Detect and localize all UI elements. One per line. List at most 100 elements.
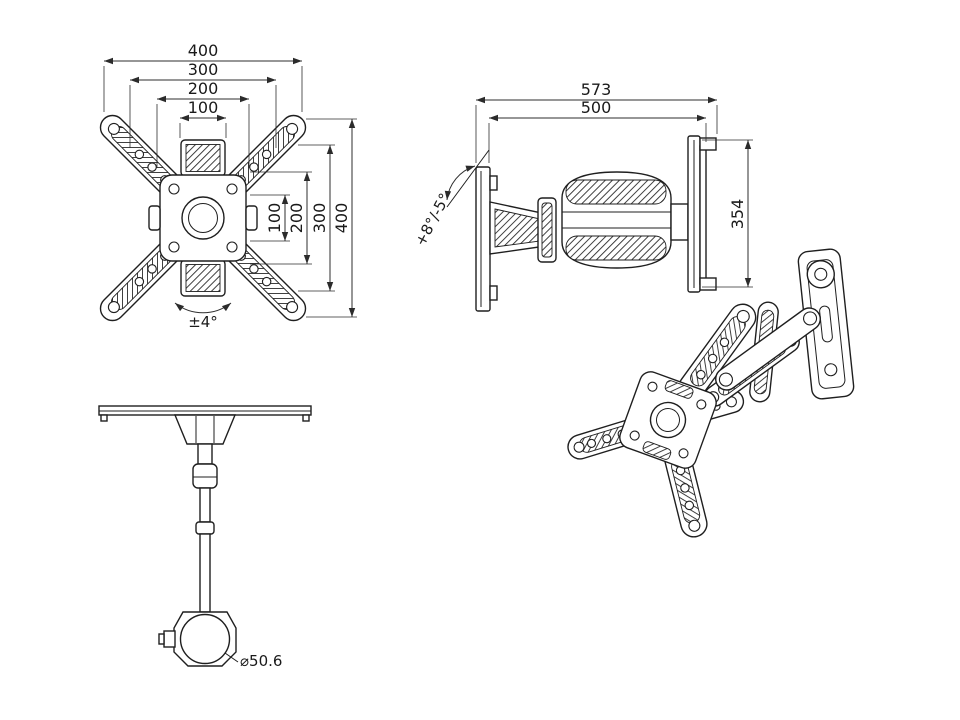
plate-corner-hole xyxy=(168,241,180,253)
support-bracket xyxy=(173,414,237,445)
arm-body-hatch-top xyxy=(565,179,667,205)
iso-link-upper xyxy=(715,307,821,391)
iso-view xyxy=(567,248,855,538)
arm-hole xyxy=(134,149,145,160)
plate-corner-hole xyxy=(678,448,689,459)
wall-plate-hole xyxy=(824,363,838,377)
arm-body-hatch-bottom xyxy=(565,235,667,261)
plate-hatch xyxy=(642,441,672,460)
arm-end-hole xyxy=(736,309,750,323)
plate-right-ear xyxy=(245,205,258,231)
dim-label-573: 573 xyxy=(581,80,612,99)
plate-corner-hole xyxy=(629,430,640,441)
dim-h-100: 100 xyxy=(179,98,227,138)
dim-v-400: 400 xyxy=(306,118,357,318)
plate-corner-hole xyxy=(696,399,707,410)
dim-depth-573: 573 xyxy=(475,80,718,163)
arm-hole xyxy=(684,500,695,511)
dim-label-h-100: 100 xyxy=(188,98,219,117)
arm-hole xyxy=(680,483,690,493)
tv-plate-hook-top xyxy=(699,137,717,151)
clamp-bolt-head xyxy=(158,633,165,645)
iso-arm-bottom xyxy=(663,444,708,538)
arm-end-hole xyxy=(107,301,120,314)
dim-label-v-200: 200 xyxy=(287,203,306,234)
dim-label-h-400: 400 xyxy=(188,41,219,60)
arm-end-hole xyxy=(688,519,701,532)
arm-hole xyxy=(719,337,730,348)
plate-end-flange xyxy=(302,414,310,422)
front-view: 400 300 200 100 400 xyxy=(99,41,357,331)
arm-hole xyxy=(147,264,157,274)
pipe-clamp-bore xyxy=(179,613,231,665)
plate-corner-hole xyxy=(168,183,180,195)
arm-hole xyxy=(147,162,157,172)
arm-end-hole xyxy=(286,301,299,314)
arm-hole xyxy=(696,369,706,380)
arm-hole xyxy=(134,276,145,287)
diameter-annotation: ⌀50.6 xyxy=(224,652,282,670)
dim-v-200: 200 xyxy=(250,171,312,265)
center-hub-inner xyxy=(656,408,680,432)
pivot-post-hatch xyxy=(541,202,553,258)
tv-plate-hook-bottom xyxy=(699,277,717,291)
plate-corner-hole xyxy=(226,241,238,253)
arm-hole xyxy=(586,438,597,448)
dim-label-v-400: 400 xyxy=(332,203,351,234)
dim-v-100: 100 xyxy=(250,194,290,242)
link-joint-hole xyxy=(718,372,733,387)
arm-hole xyxy=(261,149,272,160)
wall-plate-hole xyxy=(814,267,828,281)
center-hub-outer xyxy=(649,401,687,439)
arm-hole xyxy=(261,276,272,287)
plate-corner-hole xyxy=(647,381,658,392)
arm-hole xyxy=(602,434,612,444)
arm-hole xyxy=(249,162,259,172)
dim-label-354: 354 xyxy=(728,199,747,230)
dim-h-200: 200 xyxy=(156,79,250,168)
dim-label-h-300: 300 xyxy=(188,60,219,79)
plate-left-ear xyxy=(148,205,161,231)
link-joint-hole xyxy=(803,311,818,326)
wall-plate-slot xyxy=(819,305,833,343)
rotation-arc xyxy=(174,302,232,314)
center-hub-inner xyxy=(188,203,218,233)
dim-h-400: 400 xyxy=(103,41,303,112)
link-outline xyxy=(715,307,821,391)
plate-end-flange xyxy=(100,414,108,422)
arm-tv-connector xyxy=(670,203,689,241)
dim-label-500: 500 xyxy=(581,98,612,117)
dim-depth-500: 500 xyxy=(488,98,707,163)
top-mount-bracket xyxy=(180,139,226,177)
dim-height-354: 354 xyxy=(702,139,753,288)
tilt-label: +8°/-5° xyxy=(411,190,454,249)
support-column-lower xyxy=(199,533,211,613)
clamp-bolt xyxy=(163,630,176,648)
iso-vesa-plate xyxy=(619,371,717,469)
arm-hole xyxy=(249,264,259,274)
column-joint xyxy=(195,521,215,535)
dim-label-h-200: 200 xyxy=(188,79,219,98)
bracket-hatch xyxy=(185,144,221,172)
plate-corner-hole xyxy=(226,183,238,195)
dim-h-300: 300 xyxy=(129,60,277,148)
dim-label-v-100: 100 xyxy=(265,203,284,234)
diameter-label: ⌀50.6 xyxy=(240,652,282,670)
iso-wall-plate xyxy=(797,248,855,400)
wall-plate-hook-bottom xyxy=(489,285,498,301)
arm-end-hole xyxy=(573,441,585,453)
rotation-annotation: ±4° xyxy=(174,302,232,331)
arm-hole xyxy=(707,353,718,364)
side-view: 573 500 354 +8°/-5° xyxy=(411,80,753,312)
tilt-arc xyxy=(444,165,476,201)
diameter-leader-line xyxy=(224,652,239,663)
arm-end-hole xyxy=(107,122,120,135)
dim-v-300: 300 xyxy=(298,144,335,292)
bottom-mount-bracket xyxy=(180,259,226,297)
wall-plate-side xyxy=(475,166,491,312)
wall-plate-hook-top xyxy=(489,175,498,191)
rotation-label: ±4° xyxy=(188,313,218,331)
iso-arm-top xyxy=(678,303,757,401)
